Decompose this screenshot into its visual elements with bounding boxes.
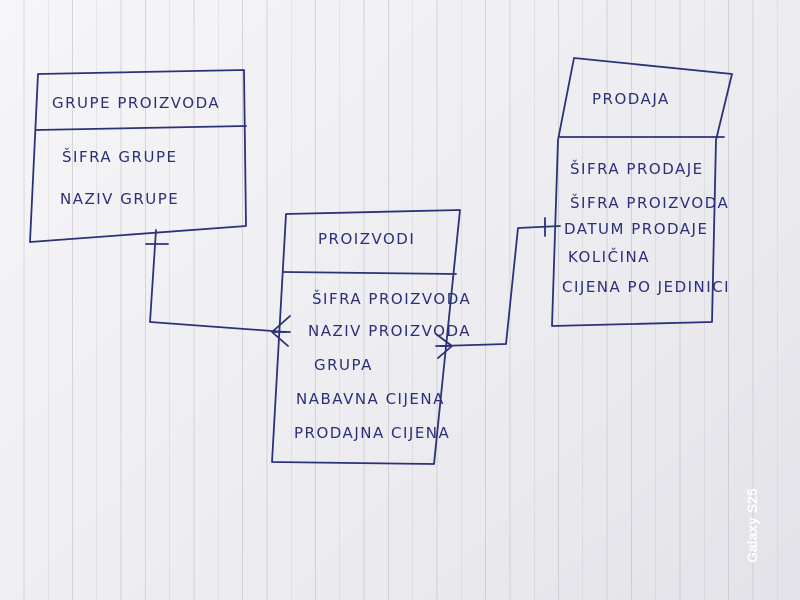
- relationship-grupe-proizvodi[interactable]: [145, 229, 291, 347]
- camera-watermark: Galaxy S25: [742, 478, 762, 568]
- attribute: NAZIV GRUPE: [60, 190, 179, 208]
- attribute: ŠIFRA GRUPE: [62, 147, 177, 166]
- watermark-text: Galaxy S25: [744, 488, 760, 563]
- entity-prodaja[interactable]: PRODAJA ŠIFRA PRODAJE ŠIFRA PROIZVODA DA…: [551, 57, 733, 327]
- entity-proizvodi-divider: [282, 271, 457, 275]
- attribute: DATUM PRODAJE: [564, 220, 708, 238]
- crowfoot-many-icon: [271, 315, 291, 347]
- entity-prodaja-border: [551, 57, 733, 327]
- attribute: GRUPA: [314, 356, 373, 374]
- entity-proizvodi-border: [271, 209, 461, 465]
- attribute: PRODAJNA CIJENA: [294, 424, 450, 442]
- relationship-line: [149, 229, 287, 333]
- attribute: CIJENA PO JEDINICI: [562, 278, 730, 296]
- entity-grupe-proizvoda[interactable]: GRUPE PROIZVODA ŠIFRA GRUPE NAZIV GRUPE: [29, 69, 247, 243]
- entity-title: GRUPE PROIZVODA: [52, 94, 220, 112]
- entity-proizvodi[interactable]: PROIZVODI ŠIFRA PROIZVODA NAZIV PROIZVOD…: [271, 209, 471, 465]
- attribute: ŠIFRA PROIZVODA: [312, 289, 471, 308]
- attribute: NAZIV PROIZVODA: [308, 322, 471, 340]
- entity-grupe-proizvoda-border: [29, 69, 247, 243]
- crowfoot-many-icon: [435, 333, 453, 359]
- attribute: NABAVNA CIJENA: [296, 390, 445, 408]
- entity-title: PROIZVODI: [318, 230, 415, 248]
- attribute: ŠIFRA PROIZVODA: [570, 193, 729, 212]
- relationship-proizvodi-prodaja[interactable]: [435, 217, 561, 359]
- entity-grupe-proizvoda-divider: [35, 125, 247, 131]
- attribute: ŠIFRA PRODAJE: [570, 159, 704, 178]
- attribute: KOLIČINA: [568, 247, 650, 266]
- relationship-line: [439, 225, 561, 347]
- entity-title: PRODAJA: [592, 90, 670, 108]
